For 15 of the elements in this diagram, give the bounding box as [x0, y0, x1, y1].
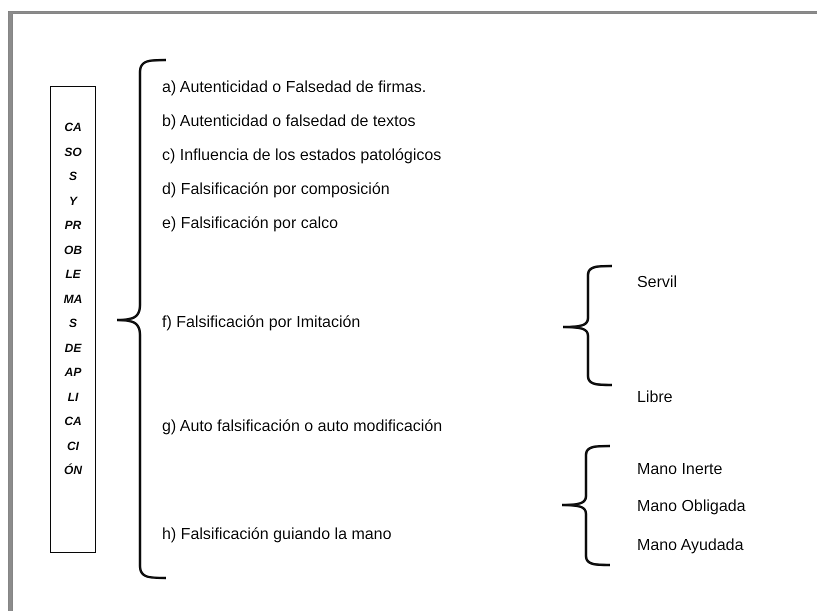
- sub-item-text: Mano Inerte: [637, 460, 722, 480]
- list-item-text: b) Autenticidad o falsedad de textos: [162, 112, 416, 132]
- list-item-text: f) Falsificación por Imitación: [162, 313, 360, 333]
- list-item-text: h) Falsificación guiando la mano: [162, 525, 392, 545]
- list-item-text: a) Autenticidad o Falsedad de firmas.: [162, 78, 426, 98]
- list-item-text: d) Falsificación por composición: [162, 180, 390, 200]
- text-box: [50, 86, 96, 553]
- list-item-text: g) Auto falsificación o auto modificación: [162, 417, 442, 437]
- vertical-title: CASOS Y PROBLEMAS DE APLICACIÓN: [64, 119, 82, 479]
- list-item-text: c) Influencia de los estados patológicos: [162, 146, 442, 166]
- list-item-text: e) Falsificación por calco: [162, 214, 338, 234]
- sub-item-text: Servil: [637, 273, 678, 293]
- sub-item-text: Mano Ayudada: [637, 536, 744, 556]
- sub-item-text: Mano Obligada: [637, 497, 746, 517]
- sub-item-text: Libre: [637, 388, 673, 408]
